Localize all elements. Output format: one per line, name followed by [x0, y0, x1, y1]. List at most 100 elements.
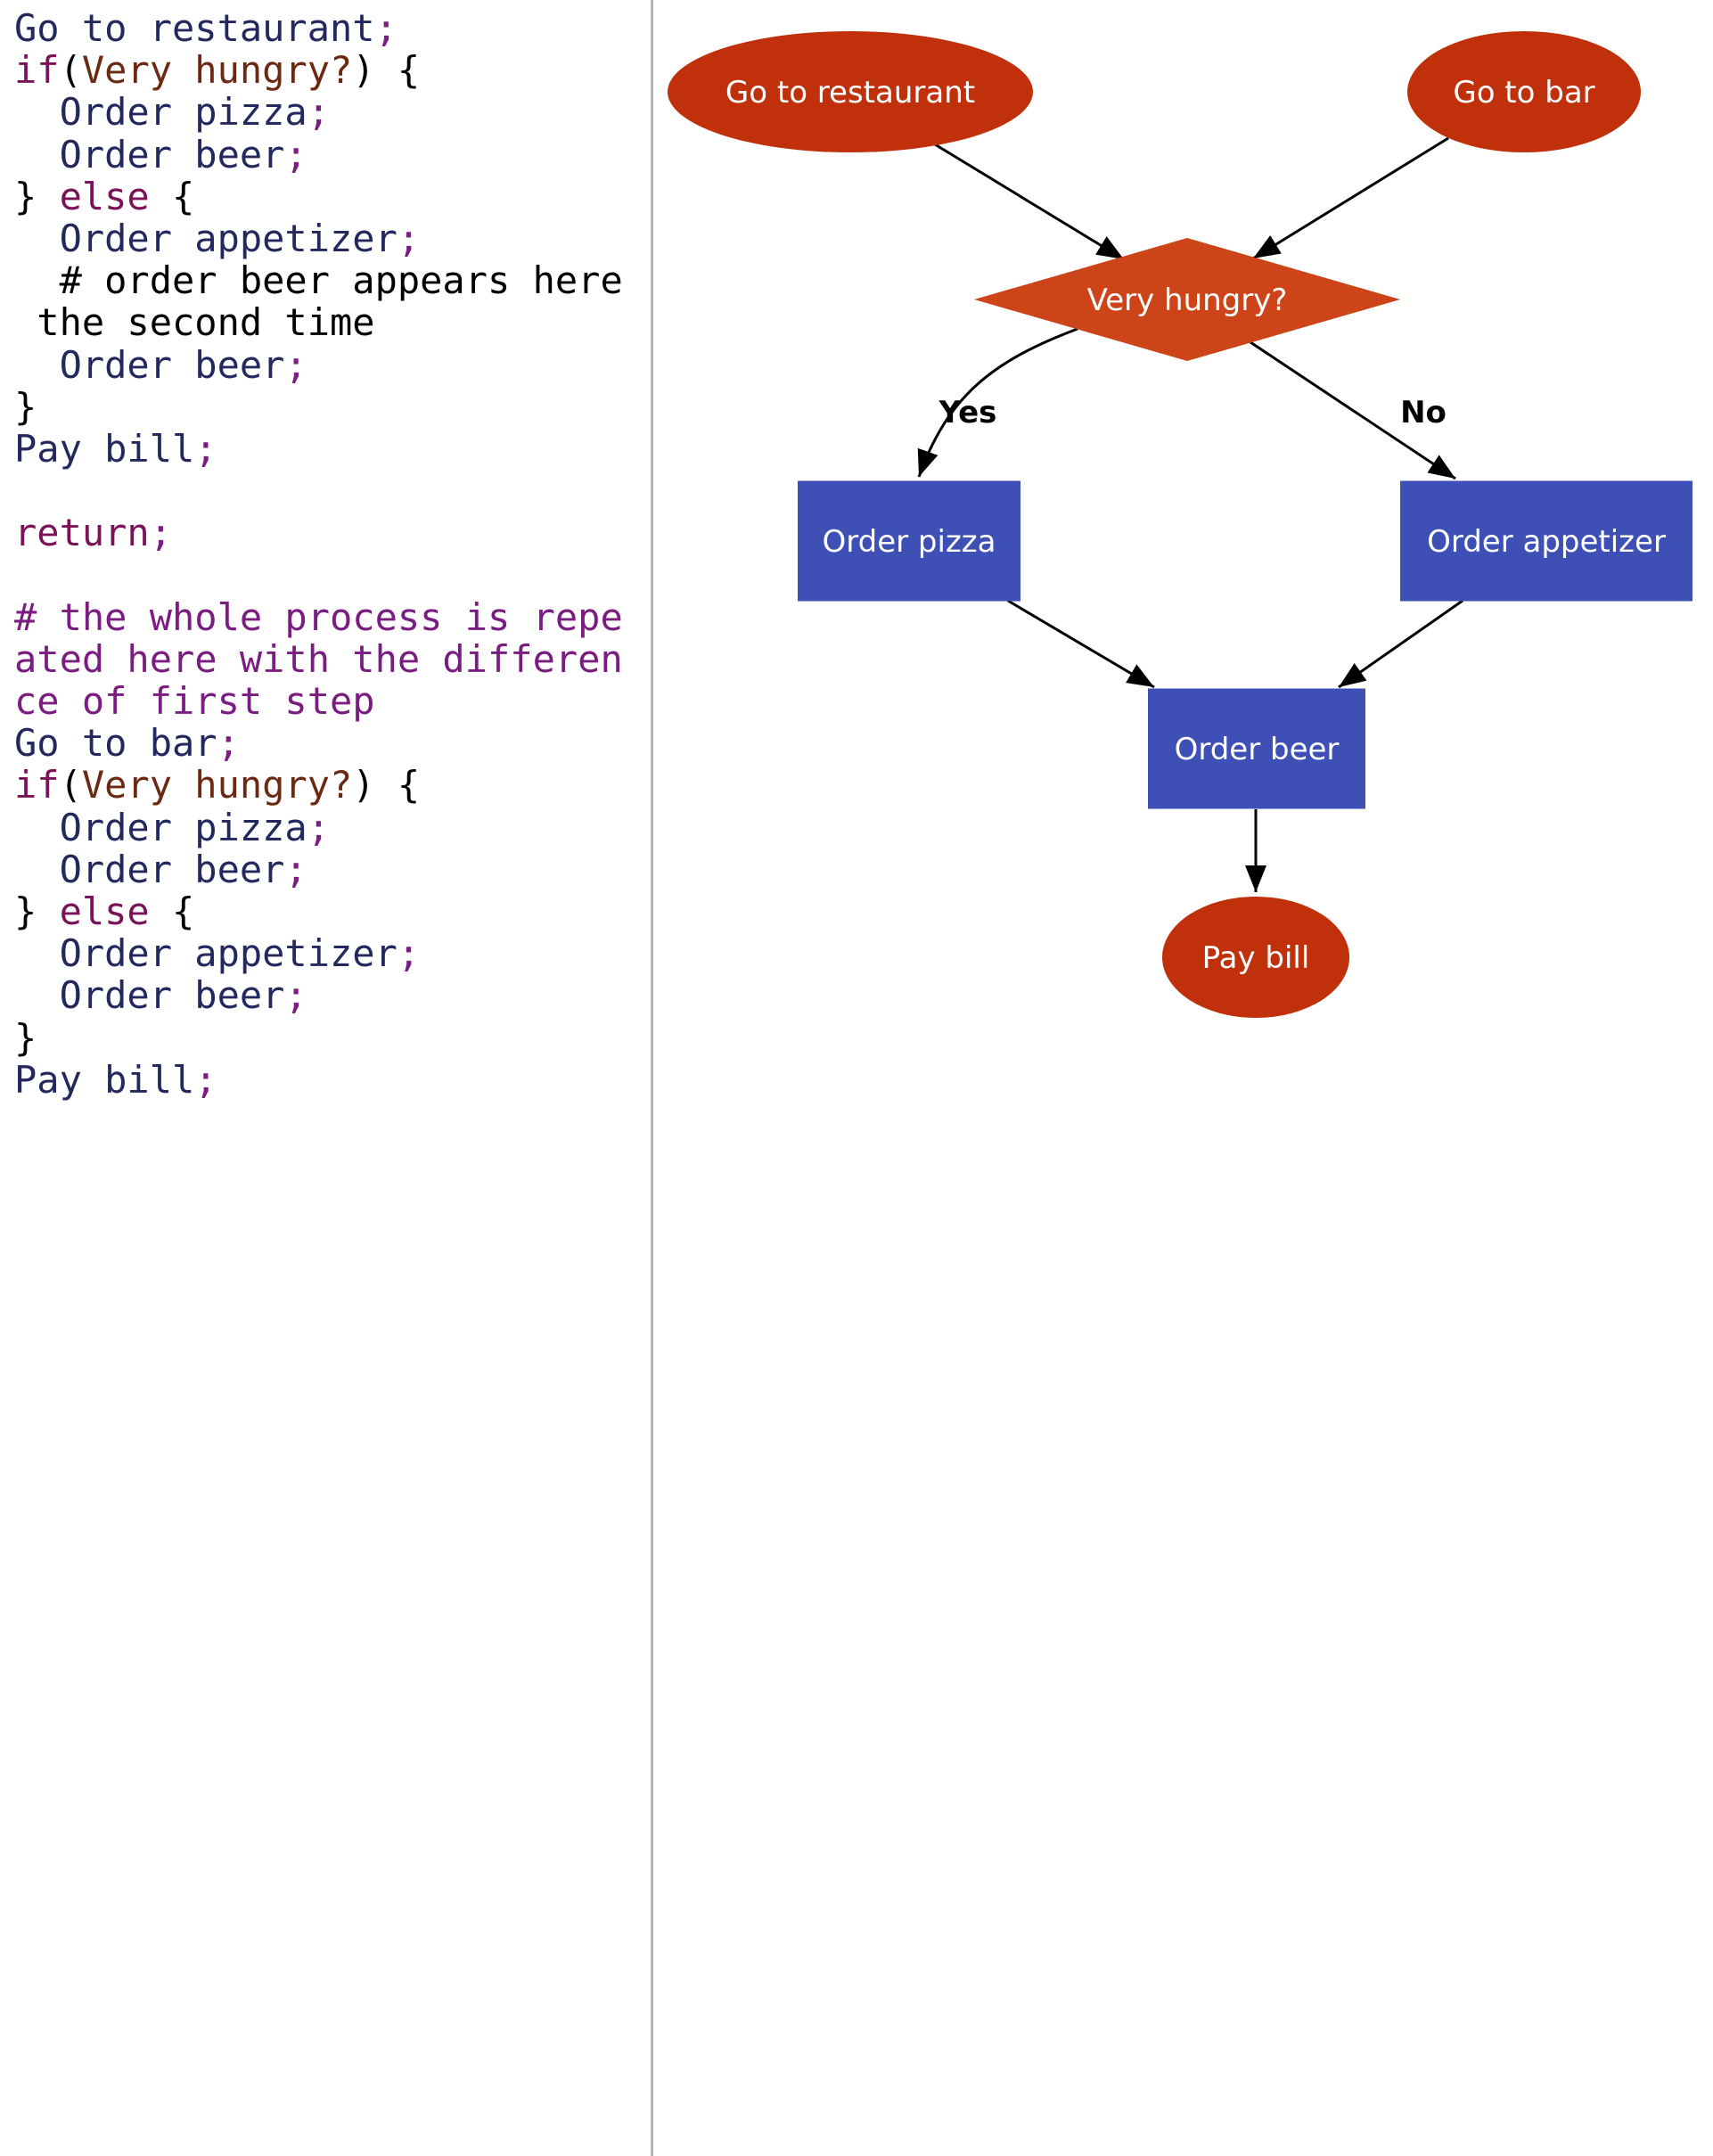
code-line: Order beer; [14, 132, 623, 176]
code-token-punct: ; [149, 511, 173, 555]
process-shape [1148, 688, 1365, 809]
code-token-plain: the second time [14, 300, 375, 345]
code-line: Go to restaurant; [14, 7, 623, 49]
code-line: } [14, 1016, 623, 1059]
code-line [14, 553, 623, 595]
code-token-punct: ; [284, 342, 307, 387]
edge-go-to-bar-to-very-hungry [1252, 136, 1449, 260]
code-line: } else { [14, 890, 623, 932]
code-line: ce of first step [14, 680, 623, 722]
code-line: Order beer; [14, 342, 623, 387]
node-label: Pay bill [1202, 940, 1310, 976]
code-token-punct: ; [284, 847, 307, 891]
code-line: } [14, 386, 623, 428]
code-line: Pay bill; [14, 1059, 623, 1101]
node-go-to-restaurant[interactable]: Go to restaurant [668, 31, 1033, 152]
code-token-keyword: if [14, 763, 60, 807]
code-token-plain: { [149, 889, 195, 933]
code-line: } else { [14, 176, 623, 217]
node-pay-bill[interactable]: Pay bill [1162, 897, 1349, 1018]
terminal-shape [1162, 897, 1349, 1018]
code-token-action: Order beer [14, 132, 285, 176]
code-token-punct: ; [307, 805, 331, 849]
code-token-keyword: return [14, 511, 150, 555]
code-token-plain: } [14, 384, 37, 429]
edge-order-pizza-to-order-beer [1007, 599, 1155, 689]
terminal-shape [1407, 31, 1641, 152]
edges [917, 136, 1463, 892]
code-token-plain: ( [59, 48, 82, 93]
node-order-appetizer[interactable]: Order appetizer [1400, 480, 1693, 602]
code-line [14, 470, 623, 512]
code-listing: Go to restaurant;if(Very hungry?) { Orde… [14, 7, 623, 1101]
code-token-action: Order pizza [14, 805, 307, 849]
node-label: Go to restaurant [725, 75, 975, 111]
code-token-punct: ; [397, 931, 421, 976]
code-token-keyword: if [14, 48, 60, 93]
node-label: Go to bar [1453, 75, 1594, 111]
process-shape [798, 480, 1020, 602]
node-label: Order beer [1175, 732, 1340, 767]
code-line: if(Very hungry?) { [14, 49, 623, 91]
code-token-keyword: else [59, 889, 150, 933]
code-token-condition: Very hungry? [81, 48, 353, 93]
code-token-comment: ce of first step [14, 679, 375, 723]
node-label: Order pizza [823, 524, 996, 560]
code-token-punct: ; [307, 90, 331, 135]
code-token-action: Pay bill [14, 1057, 195, 1102]
code-token-action: Go to restaurant [14, 6, 375, 50]
edge-label-no: No [1400, 395, 1447, 430]
code-token-action: Order beer [14, 847, 285, 891]
node-label: Very hungry? [1087, 283, 1288, 318]
process-shape [1400, 480, 1693, 602]
code-line: Order appetizer; [14, 217, 623, 259]
code-token-action: Pay bill [14, 426, 195, 471]
code-token-punct: ; [194, 1057, 217, 1102]
code-token-punct: ; [284, 132, 307, 176]
code-token-punct: ; [284, 973, 307, 1018]
code-line: ated here with the differen [14, 638, 623, 680]
node-very-hungry[interactable]: Very hungry? [974, 238, 1400, 361]
code-token-punct: ; [217, 721, 240, 766]
edge-very-hungry-to-order-appetizer [1250, 340, 1456, 480]
code-line: Order pizza; [14, 805, 623, 849]
code-token-plain: } [14, 174, 60, 218]
code-token-action: Order appetizer [14, 931, 398, 976]
code-token-comment: ated here with the differen [14, 636, 623, 681]
node-order-pizza[interactable]: Order pizza [798, 480, 1020, 602]
decision-shape [974, 238, 1400, 361]
edge-very-hungry-to-order-pizza [917, 327, 1078, 478]
code-token-plain: ( [59, 763, 82, 807]
code-token-plain: ) { [352, 48, 421, 93]
code-line: Order appetizer; [14, 932, 623, 974]
node-go-to-bar[interactable]: Go to bar [1407, 31, 1641, 152]
code-pane: Go to restaurant;if(Very hungry?) { Orde… [0, 0, 651, 2156]
code-token-action: Order beer [14, 973, 285, 1018]
code-token-condition: Very hungry? [81, 763, 353, 807]
code-token-plain: } [14, 889, 60, 933]
code-line: Go to bar; [14, 722, 623, 764]
code-token-comment: # the whole process is repe [14, 594, 623, 639]
code-token-punct: ; [397, 216, 421, 260]
pane-divider[interactable] [651, 0, 653, 2156]
code-token-action: Order pizza [14, 90, 307, 135]
code-line: Order beer; [14, 848, 623, 890]
code-line: if(Very hungry?) { [14, 764, 623, 806]
code-line: the second time [14, 301, 623, 343]
edge-go-to-restaurant-to-very-hungry [934, 143, 1125, 261]
edge-label-yes: Yes [938, 395, 997, 430]
code-token-keyword: else [59, 174, 150, 218]
node-order-beer[interactable]: Order beer [1148, 688, 1365, 809]
code-line: # order beer appears here [14, 259, 623, 301]
terminal-shape [668, 31, 1033, 152]
code-token-plain: # order beer appears here [14, 258, 623, 303]
code-line: Pay bill; [14, 428, 623, 470]
code-token-plain: ) { [352, 763, 421, 807]
code-line: Order beer; [14, 974, 623, 1016]
code-line: return; [14, 512, 623, 553]
code-line: Order pizza; [14, 91, 623, 133]
code-token-action: Order appetizer [14, 216, 398, 260]
